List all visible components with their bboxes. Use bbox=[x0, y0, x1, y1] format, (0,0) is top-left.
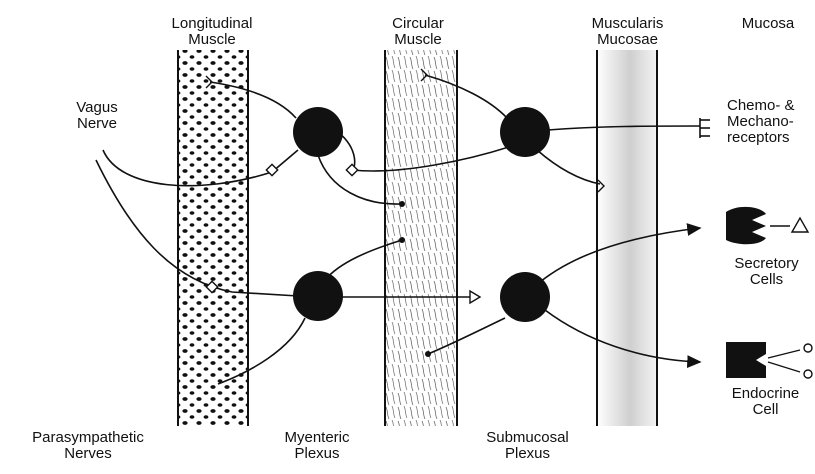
myenteric-neuron-upper bbox=[293, 107, 343, 157]
label-line: Longitudinal bbox=[152, 16, 272, 32]
label-submucosal-plexus: Submucosal Plexus bbox=[470, 430, 585, 462]
muscularis-mucosae-layer bbox=[597, 50, 657, 426]
receptor-endings-icon bbox=[700, 118, 710, 138]
label-endocrine-cell: Endocrine Cell bbox=[718, 386, 813, 418]
label-muscularis-mucosae: Muscularis Mucosae bbox=[575, 16, 680, 48]
endocrine-cell-icon bbox=[726, 342, 812, 378]
label-line: Plexus bbox=[262, 446, 372, 462]
label-line: Cell bbox=[718, 402, 813, 418]
label-line: Circular bbox=[368, 16, 468, 32]
label-receptors: Chemo- & Mechano- receptors bbox=[727, 98, 813, 146]
label-line: Myenteric bbox=[262, 430, 372, 446]
label-line: Nerves bbox=[14, 446, 162, 462]
longitudinal-muscle-layer bbox=[178, 50, 248, 426]
label-line: Nerve bbox=[62, 116, 132, 132]
label-vagus-nerve: Vagus Nerve bbox=[62, 100, 132, 132]
label-secretory-cells: Secretory Cells bbox=[720, 256, 813, 288]
myenteric-neuron-lower bbox=[293, 271, 343, 321]
label-line: Cells bbox=[720, 272, 813, 288]
label-mucosa: Mucosa bbox=[728, 16, 808, 32]
label-line: Muscle bbox=[152, 32, 272, 48]
label-line: receptors bbox=[727, 130, 813, 146]
submucosal-neuron-upper bbox=[500, 107, 550, 157]
label-line: Muscle bbox=[368, 32, 468, 48]
label-line: Endocrine bbox=[718, 386, 813, 402]
label-line: Secretory bbox=[720, 256, 813, 272]
label-line: Chemo- & bbox=[727, 98, 813, 114]
label-line: Parasympathetic bbox=[14, 430, 162, 446]
submucosal-neuron-lower bbox=[500, 272, 550, 322]
label-line: Muscularis bbox=[575, 16, 680, 32]
label-line: Mechano- bbox=[727, 114, 813, 130]
label-line: Mucosae bbox=[575, 32, 680, 48]
label-line: Submucosal bbox=[470, 430, 585, 446]
label-line: Vagus bbox=[62, 100, 132, 116]
label-parasympathetic-nerves: Parasympathetic Nerves bbox=[14, 430, 162, 462]
secretory-cell-icon bbox=[726, 207, 808, 244]
label-line: Plexus bbox=[470, 446, 585, 462]
label-circular-muscle: Circular Muscle bbox=[368, 16, 468, 48]
label-longitudinal-muscle: Longitudinal Muscle bbox=[152, 16, 272, 48]
circular-muscle-layer bbox=[385, 50, 457, 426]
label-myenteric-plexus: Myenteric Plexus bbox=[262, 430, 372, 462]
